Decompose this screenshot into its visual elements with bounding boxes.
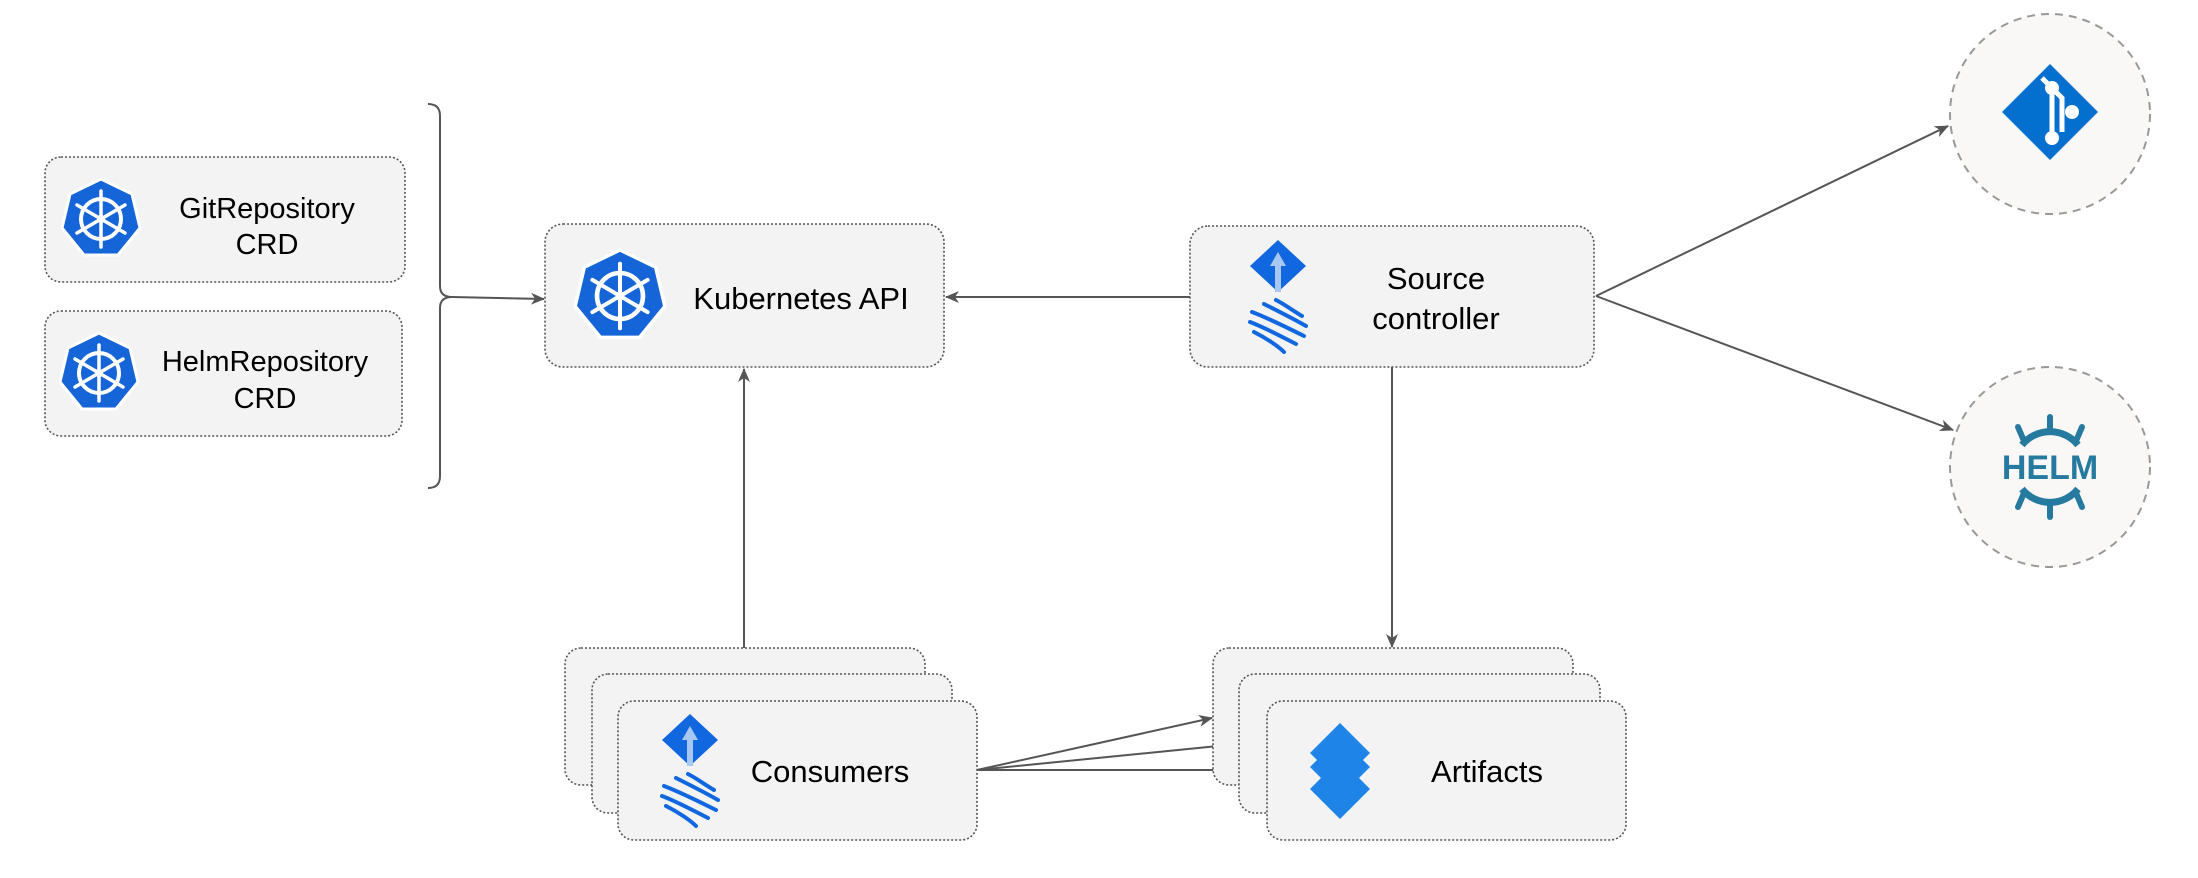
node-git[interactable]	[1949, 13, 2151, 215]
node-source-controller[interactable]: Source controller	[1189, 225, 1595, 368]
git-icon	[2002, 64, 2098, 160]
git-crd-line1: GitRepository	[179, 193, 355, 225]
source-controller-line1: Source	[1387, 261, 1485, 296]
helm-crd-line1: HelmRepository	[162, 346, 369, 378]
node-git-repository-crd[interactable]: GitRepository CRD	[44, 156, 406, 283]
source-controller-line2: controller	[1372, 301, 1500, 336]
helm-crd-line2: CRD	[234, 383, 297, 415]
edge-consumers-to-artifact-1	[976, 714, 1213, 771]
helm-logo-text: HELM	[2002, 449, 2098, 487]
node-consumers[interactable]: Consumers	[564, 647, 978, 841]
k8s-api-label: Kubernetes API	[693, 281, 908, 316]
edge-source-to-git	[1595, 125, 1949, 297]
helm-icon: HELM	[2002, 414, 2098, 520]
node-helm[interactable]: HELM	[1949, 366, 2151, 568]
consumers-label: Consumers	[751, 754, 910, 789]
git-crd-line2: CRD	[236, 229, 299, 261]
layers-icon	[1310, 723, 1370, 819]
edge-crds-to-k8s-api	[451, 292, 545, 305]
edge-source-to-helm	[1595, 295, 1954, 432]
node-artifacts[interactable]: Artifacts	[1212, 647, 1627, 841]
edge-consumers-to-artifact-2	[976, 739, 1239, 771]
crd-brace	[427, 103, 453, 489]
node-kubernetes-api[interactable]: Kubernetes API	[544, 223, 945, 368]
artifacts-label: Artifacts	[1431, 754, 1543, 789]
node-helm-repository-crd[interactable]: HelmRepository CRD	[44, 310, 403, 437]
